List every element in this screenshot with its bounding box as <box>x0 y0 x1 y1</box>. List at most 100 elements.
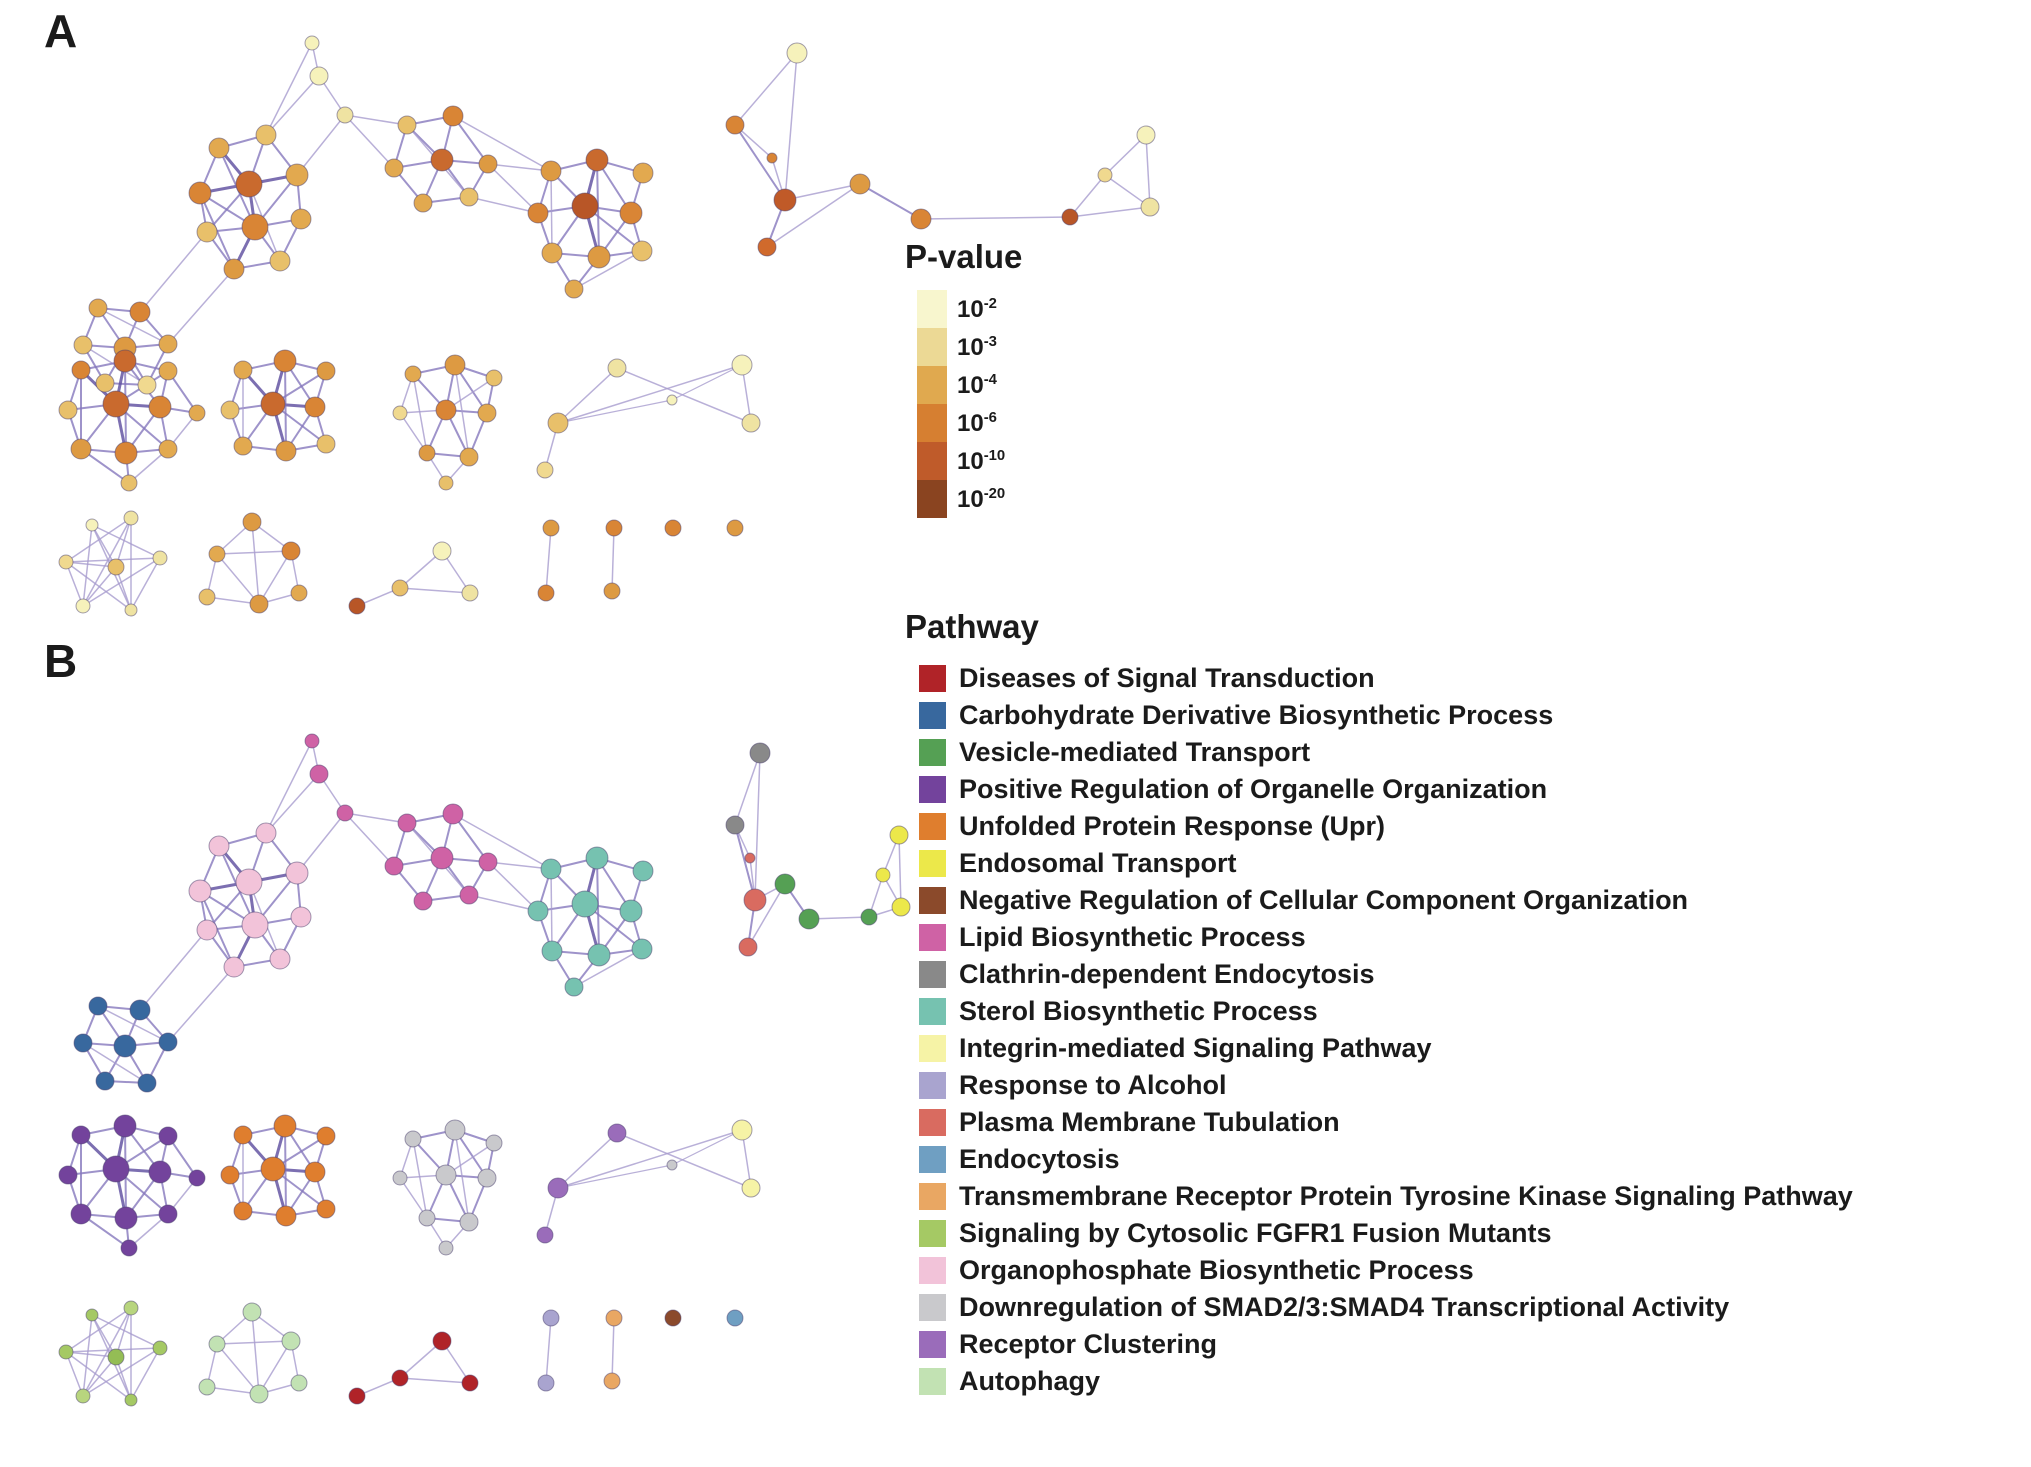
network-node <box>241 213 269 241</box>
network-edge <box>399 587 471 594</box>
pathway-legend-row: Carbohydrate Derivative Biosynthetic Pro… <box>919 697 1853 734</box>
network-node <box>459 447 479 467</box>
network-edge <box>671 364 743 401</box>
network-node <box>731 354 753 376</box>
network-node <box>725 815 745 835</box>
pathway-label: Signaling by Cytosolic FGFR1 Fusion Muta… <box>959 1218 1552 1248</box>
pvalue-exponent: -20 <box>983 485 1006 502</box>
network-node <box>664 1309 682 1327</box>
network-node <box>102 1155 130 1183</box>
network-node <box>336 804 354 822</box>
network-edge <box>487 163 539 214</box>
network-node <box>587 245 611 269</box>
network-node <box>158 1032 178 1052</box>
network-node <box>58 400 78 420</box>
pathway-label: Unfolded Protein Response (Upr) <box>959 811 1386 841</box>
network-edge <box>611 527 615 592</box>
network-node <box>461 1374 479 1392</box>
network-node <box>208 545 226 563</box>
network-node <box>435 1164 457 1186</box>
network-edge <box>82 524 93 607</box>
network-node <box>571 192 599 220</box>
network-edge <box>487 861 552 870</box>
network-node <box>233 1201 253 1221</box>
network-edge <box>766 183 861 248</box>
network-node <box>392 1170 408 1186</box>
pvalue-label: 10-10 <box>957 447 1006 475</box>
network-node <box>585 148 609 172</box>
network-edge <box>216 553 260 605</box>
network-edge <box>167 966 235 1043</box>
network-node <box>547 1177 569 1199</box>
network-node <box>726 519 744 537</box>
pathway-label: Positive Regulation of Organelle Organiz… <box>959 774 1548 804</box>
network-node <box>188 1169 206 1187</box>
pathway-color-swatch <box>919 702 946 729</box>
network-node <box>316 1126 336 1146</box>
network-edge <box>265 75 320 136</box>
network-node <box>485 1134 503 1152</box>
network-edge <box>265 773 320 834</box>
network-node <box>137 375 157 395</box>
network-node <box>114 1206 138 1230</box>
network-edge <box>115 517 132 568</box>
pathway-legend-row: Receptor Clustering <box>919 1326 1853 1363</box>
network-edge <box>91 524 161 559</box>
pathway-legend-row: Plasma Membrane Tubulation <box>919 1104 1853 1141</box>
network-node <box>281 1331 301 1351</box>
network-edge <box>216 1340 292 1345</box>
network-node <box>304 1161 326 1183</box>
network-node <box>527 202 549 224</box>
pvalue-color-swatch <box>917 480 947 518</box>
network-edge <box>344 114 408 126</box>
pathway-color-swatch <box>919 1146 946 1173</box>
network-node <box>413 193 433 213</box>
pathway-label: Endocytosis <box>959 1144 1120 1174</box>
network-node <box>275 1205 297 1227</box>
pvalue-legend-title: P-value <box>905 238 1023 275</box>
network-edge <box>557 1129 743 1189</box>
network-node <box>1140 197 1160 217</box>
network-edge <box>734 52 798 126</box>
pathway-color-swatch <box>919 850 946 877</box>
network-node <box>88 996 108 1016</box>
network-node <box>148 1160 172 1184</box>
network-node <box>619 201 643 225</box>
network-edge <box>616 1132 752 1189</box>
network-node <box>459 885 479 905</box>
network-node <box>188 879 212 903</box>
network-edge <box>251 521 260 605</box>
network-node <box>435 399 457 421</box>
network-edge <box>611 1317 615 1382</box>
pathway-label: Endosomal Transport <box>959 848 1237 878</box>
network-node <box>485 369 503 387</box>
network-node <box>798 908 820 930</box>
network-node <box>786 42 808 64</box>
network-node <box>58 1165 78 1185</box>
pathway-color-swatch <box>919 776 946 803</box>
network-node <box>631 240 653 262</box>
network-edge <box>550 868 553 952</box>
pathway-color-swatch <box>919 1183 946 1210</box>
network-node <box>536 461 554 479</box>
network-node <box>738 937 758 957</box>
pathway-label: Receptor Clustering <box>959 1329 1218 1359</box>
network-edge <box>557 1132 618 1189</box>
network-node <box>316 434 336 454</box>
pathway-legend-row: Negative Regulation of Cellular Componen… <box>919 882 1853 919</box>
network-node <box>70 438 92 460</box>
pvalue-color-swatch <box>917 366 947 404</box>
pathway-color-swatch <box>919 961 946 988</box>
network-node <box>542 1309 560 1327</box>
network-edge <box>452 115 552 172</box>
network-node <box>478 852 498 872</box>
pvalue-color-swatch <box>917 290 947 328</box>
network-node <box>587 943 611 967</box>
pathway-label: Lipid Biosynthetic Process <box>959 922 1306 952</box>
network-node <box>774 873 796 895</box>
network-node <box>404 365 422 383</box>
network-node <box>249 594 269 614</box>
network-node <box>158 361 178 381</box>
network-edge <box>284 1125 287 1217</box>
